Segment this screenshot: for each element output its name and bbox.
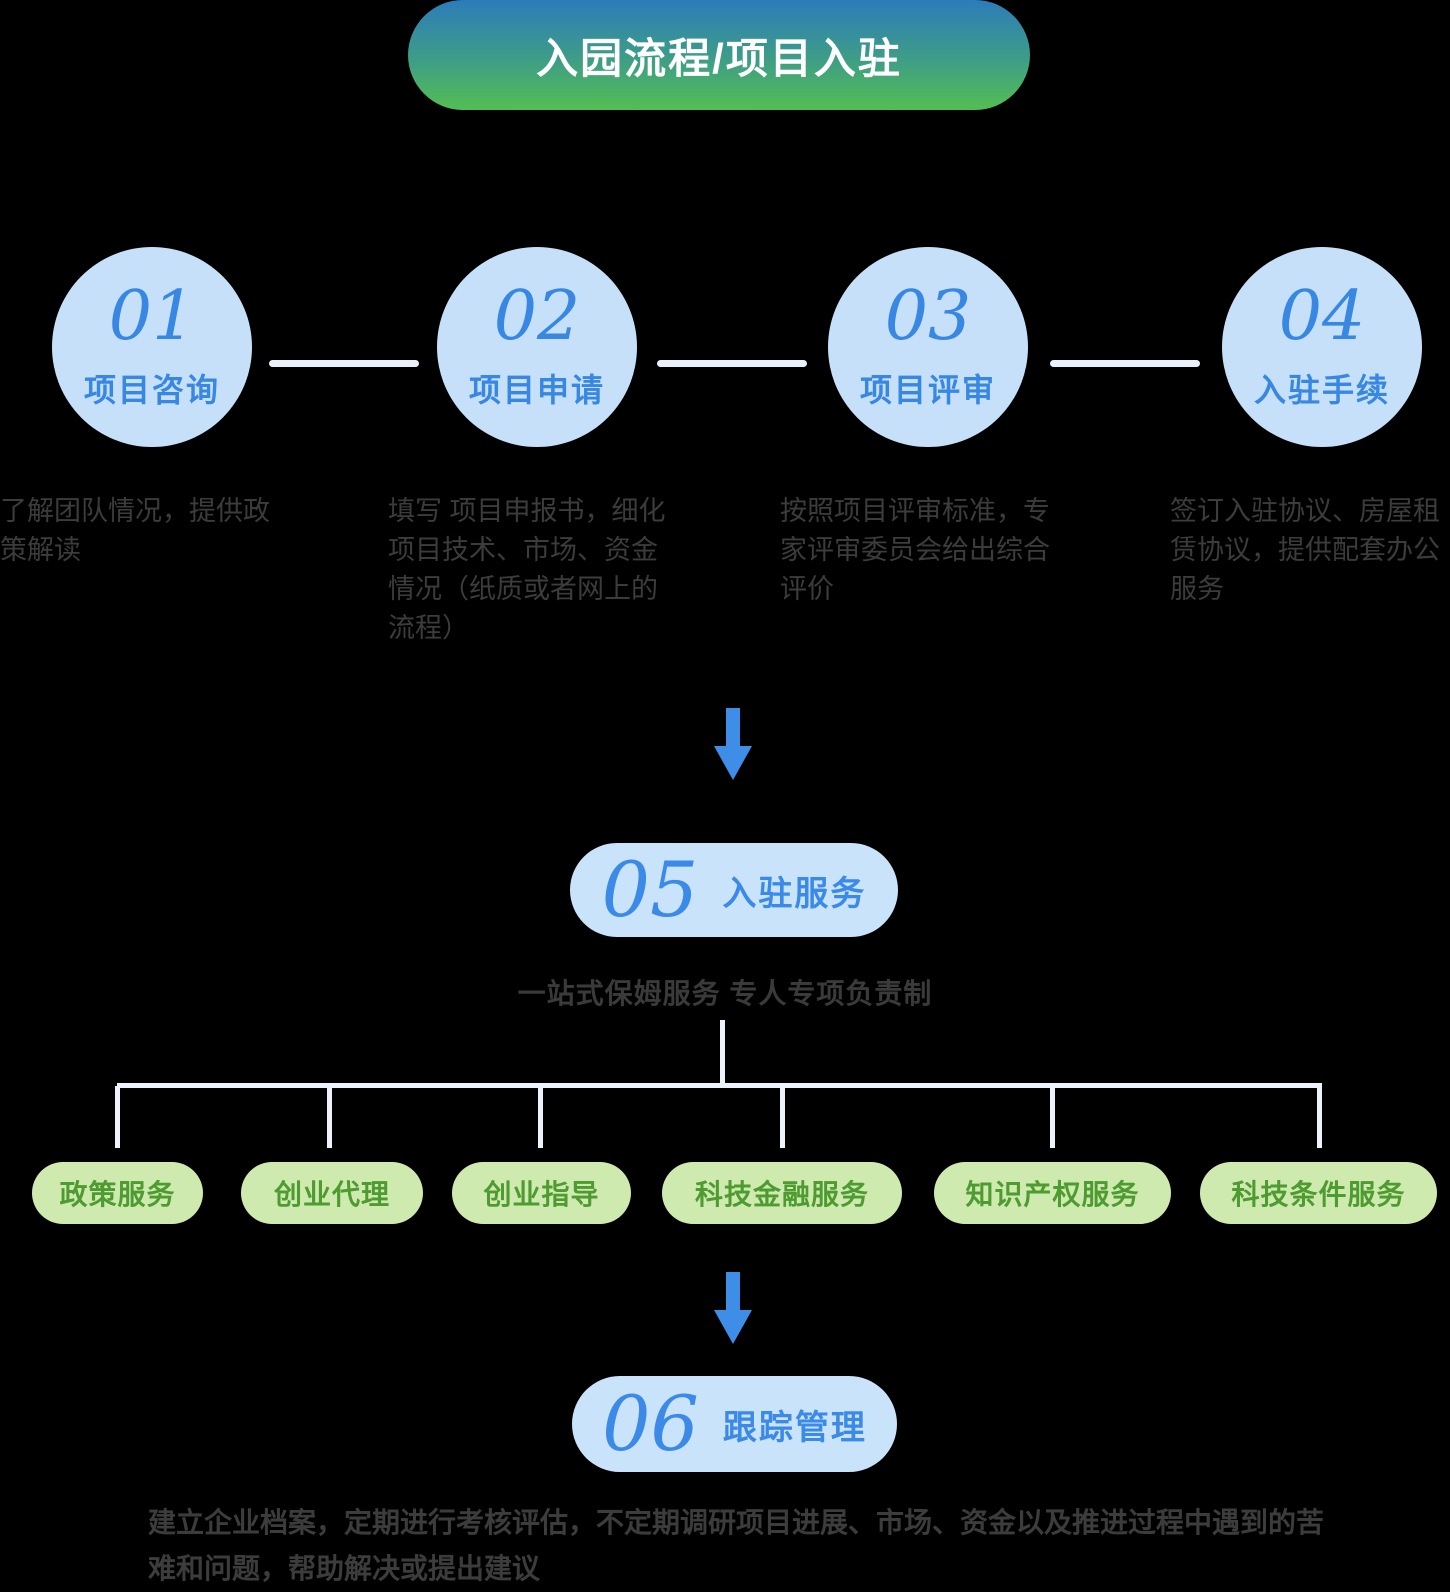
service-pill-policy: 政策服务 [32, 1162, 203, 1224]
header-banner: 入园流程/项目入驻 [408, 0, 1030, 110]
step-number: 01 [108, 277, 196, 356]
stage-label: 跟踪管理 [722, 1408, 867, 1447]
step-label: 入驻手续 [1253, 372, 1390, 408]
down-arrow-icon [714, 708, 752, 780]
step-label: 项目咨询 [83, 372, 220, 408]
tracking-description: 建立企业档案，定期进行考核评估，不定期调研项目进展、市场、资金以及推进过程中遇到… [148, 1507, 1325, 1584]
tree-drop-line [1317, 1086, 1322, 1148]
step-circle-03: 03 项目评审 [828, 247, 1028, 447]
page-title: 入园流程/项目入驻 [536, 34, 902, 82]
service-pill-guidance: 创业指导 [452, 1162, 631, 1224]
tree-drop-line [1050, 1086, 1055, 1148]
stage-subtitle: 一站式保姆服务 专人专项负责制 [517, 978, 933, 1009]
stage-label: 入驻服务 [722, 874, 867, 913]
step-description-03: 按照项目评审标准，专家评审委员会给出综合评价 [780, 496, 1050, 604]
step-label: 项目评审 [859, 372, 996, 408]
step-connector-line [269, 360, 419, 367]
stage-number: 05 [601, 845, 699, 934]
tree-drop-line [780, 1086, 785, 1148]
step-circle-02: 02 项目申请 [437, 247, 637, 447]
step-description-02: 填写 项目申报书，细化项目技术、市场、资金情况（纸质或者网上的流程） [388, 496, 666, 643]
tree-drop-line [115, 1086, 120, 1148]
step-circle-01: 01 项目咨询 [52, 247, 252, 447]
tree-drop-line [327, 1086, 332, 1148]
stage-pill-05: 05 入驻服务 [570, 843, 898, 937]
step-circle-04: 04 入驻手续 [1222, 247, 1422, 447]
step-number: 03 [884, 277, 972, 356]
stage-pill-06: 06 跟踪管理 [572, 1376, 897, 1472]
tree-stub-line [720, 1020, 725, 1086]
step-description-01: 了解团队情况，提供政策解读 [0, 496, 270, 565]
stage-number: 06 [602, 1379, 699, 1468]
step-number: 04 [1278, 277, 1366, 356]
down-arrow-icon [714, 1272, 752, 1344]
step-description-04: 签订入驻协议、房屋租赁协议，提供配套办公服务 [1170, 496, 1440, 604]
service-pill-ip: 知识产权服务 [934, 1162, 1171, 1224]
step-label: 项目申请 [468, 372, 605, 408]
step-number: 02 [493, 277, 581, 356]
tree-horizontal-line [117, 1083, 1322, 1088]
tree-drop-line [538, 1086, 543, 1148]
step-connector-line [657, 360, 807, 367]
service-pill-finance: 科技金融服务 [662, 1162, 902, 1224]
service-pill-conditions: 科技条件服务 [1200, 1162, 1437, 1224]
step-connector-line [1050, 360, 1200, 367]
service-pill-agency: 创业代理 [241, 1162, 423, 1224]
